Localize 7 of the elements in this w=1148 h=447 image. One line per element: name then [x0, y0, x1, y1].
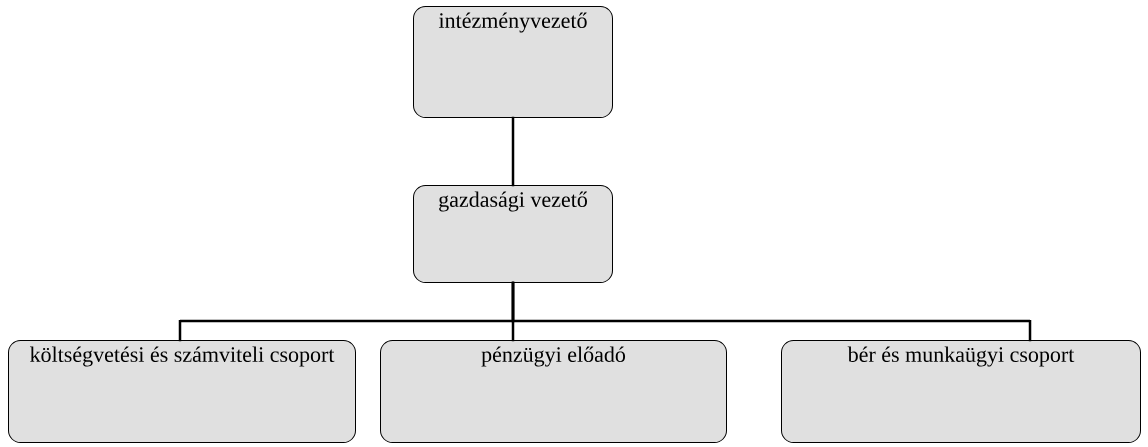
org-box: költségvetési és számviteli csoport — [8, 340, 356, 443]
connector-line — [511, 116, 515, 187]
org-box: gazdasági vezető — [413, 185, 613, 283]
connector-line — [511, 281, 1032, 342]
org-box: bér és munkaügyi csoport — [781, 340, 1141, 443]
org-box: intézményvezető — [413, 6, 613, 118]
org-box: pénzügyi előadó — [380, 340, 727, 443]
